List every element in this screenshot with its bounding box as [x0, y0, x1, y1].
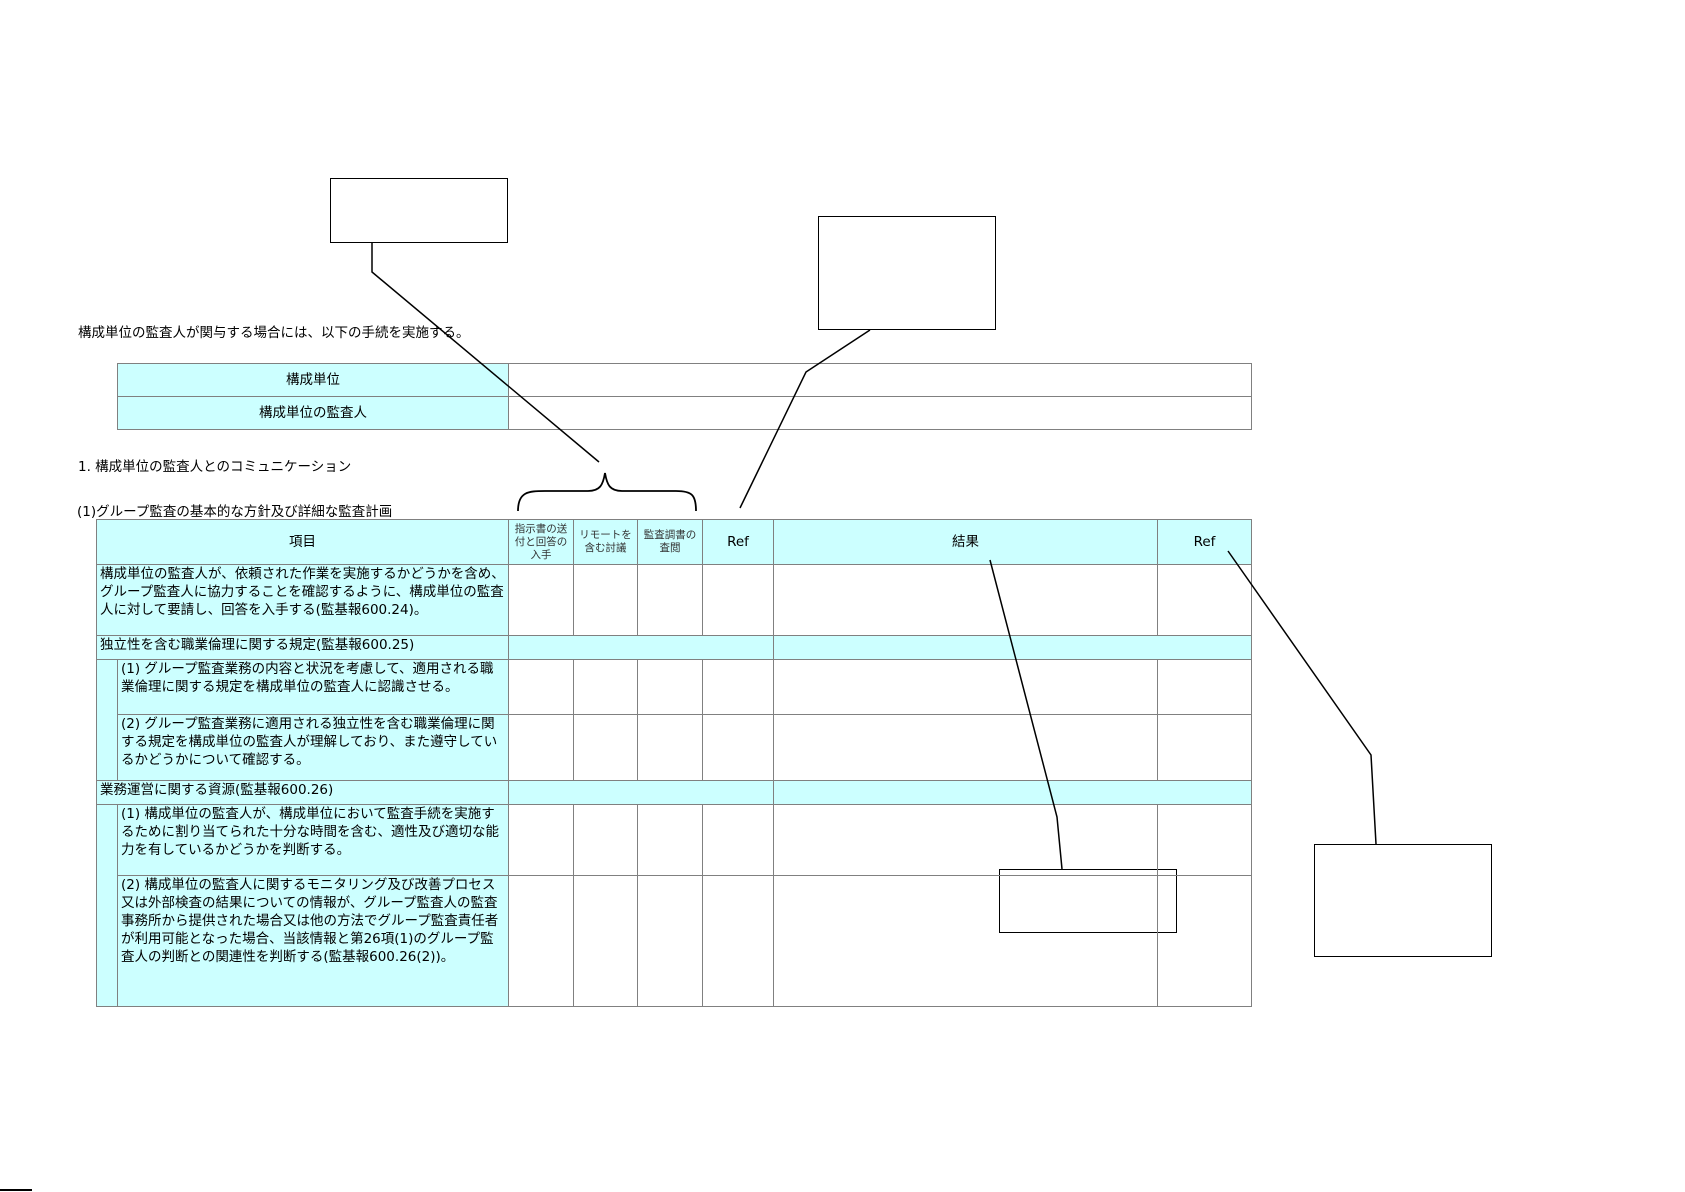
header-result-ref: Ref	[1157, 519, 1252, 565]
item-text: (2) 構成単位の監査人に関するモニタリング及び改善プロセス又は外部検査の結果に…	[117, 875, 509, 1007]
section-row: 独立性を含む職業倫理に関する規定(監基報600.25)	[96, 635, 1252, 660]
result-cell[interactable]	[773, 875, 1158, 1007]
check-cell[interactable]	[508, 804, 574, 876]
check-cell[interactable]	[637, 875, 703, 1007]
result-ref-cell[interactable]	[1157, 714, 1252, 781]
check-cell[interactable]	[508, 564, 574, 636]
section-title: 業務運営に関する資源(監基報600.26)	[96, 780, 509, 805]
subsection-heading: (1)グループ監査の基本的な方針及び詳細な監査計画	[77, 504, 393, 520]
check-cell[interactable]	[508, 659, 574, 715]
header-instructions: 指示書の送付と回答の入手	[508, 519, 574, 565]
header-discussion: リモートを含む討議	[573, 519, 638, 565]
callout-box-procedures	[330, 178, 508, 243]
result-ref-cell[interactable]	[1157, 659, 1252, 715]
section-fill	[508, 635, 774, 660]
result-cell[interactable]	[773, 564, 1158, 636]
check-cell[interactable]	[637, 714, 703, 781]
section-row: 業務運営に関する資源(監基報600.26)	[96, 780, 1252, 805]
result-ref-cell[interactable]	[1157, 564, 1252, 636]
header-review: 監査調書の査閲	[637, 519, 703, 565]
table-row: (1) グループ監査業務の内容と状況を考慮して、適用される職業倫理に関する規定を…	[96, 659, 1252, 781]
item-text: (1) 構成単位の監査人が、構成単位において監査手続を実施するために割り当てられ…	[117, 804, 509, 876]
check-cell[interactable]	[573, 804, 638, 876]
ref-cell[interactable]	[702, 804, 774, 876]
check-cell[interactable]	[573, 714, 638, 781]
check-cell[interactable]	[637, 564, 703, 636]
table-row: (2) グループ監査業務に適用される独立性を含む職業倫理に関する規定を構成単位の…	[97, 714, 1252, 781]
check-cell[interactable]	[508, 714, 574, 781]
section-heading: 1. 構成単位の監査人とのコミュニケーション	[78, 459, 352, 475]
result-cell[interactable]	[773, 804, 1158, 876]
item-text: 構成単位の監査人が、依頼された作業を実施するかどうかを含め、グループ監査人に協力…	[96, 564, 509, 636]
result-cell[interactable]	[773, 714, 1158, 781]
section-fill	[773, 780, 1252, 805]
result-cell[interactable]	[773, 659, 1158, 715]
callout-box-result-ref	[1314, 844, 1492, 957]
intro-text: 構成単位の監査人が関与する場合には、以下の手続を実施する。	[78, 325, 470, 341]
item-text: (1) グループ監査業務の内容と状況を考慮して、適用される職業倫理に関する規定を…	[117, 659, 509, 715]
section-fill	[773, 635, 1252, 660]
check-cell[interactable]	[573, 875, 638, 1007]
indent-cell	[96, 659, 118, 781]
info-label-unit: 構成単位	[117, 363, 509, 397]
result-ref-cell[interactable]	[1157, 875, 1252, 1007]
ref-cell[interactable]	[702, 564, 774, 636]
item-text: (2) グループ監査業務に適用される独立性を含む職業倫理に関する規定を構成単位の…	[117, 714, 509, 781]
section-title: 独立性を含む職業倫理に関する規定(監基報600.25)	[96, 635, 509, 660]
check-cell[interactable]	[573, 564, 638, 636]
procedures-table: 項目 指示書の送付と回答の入手 リモートを含む討議 監査調書の査閲 Ref 結果…	[96, 519, 1252, 1007]
header-result: 結果	[773, 519, 1158, 565]
ref-cell[interactable]	[702, 714, 774, 781]
header-item: 項目	[96, 519, 509, 565]
check-cell[interactable]	[508, 875, 574, 1007]
result-ref-cell[interactable]	[1157, 804, 1252, 876]
ref-cell[interactable]	[702, 875, 774, 1007]
section-fill	[508, 780, 774, 805]
header-ref: Ref	[702, 519, 774, 565]
info-label-auditor: 構成単位の監査人	[117, 396, 509, 430]
ref-cell[interactable]	[702, 659, 774, 715]
info-value-auditor[interactable]	[508, 396, 1252, 430]
table-row: 構成単位の監査人が、依頼された作業を実施するかどうかを含め、グループ監査人に協力…	[96, 564, 1252, 636]
table-row: (2) 構成単位の監査人に関するモニタリング及び改善プロセス又は外部検査の結果に…	[97, 875, 1252, 1007]
callout-box-ref	[818, 216, 996, 330]
table-row: (1) 構成単位の監査人が、構成単位において監査手続を実施するために割り当てられ…	[96, 804, 1252, 1007]
check-cell[interactable]	[637, 659, 703, 715]
indent-cell	[96, 804, 118, 1007]
table-header-row: 項目 指示書の送付と回答の入手 リモートを含む討議 監査調書の査閲 Ref 結果…	[96, 519, 1252, 565]
check-cell[interactable]	[573, 659, 638, 715]
brace-icon	[517, 472, 697, 512]
info-table: 構成単位 構成単位の監査人	[117, 363, 1252, 430]
check-cell[interactable]	[637, 804, 703, 876]
info-value-unit[interactable]	[508, 363, 1252, 397]
